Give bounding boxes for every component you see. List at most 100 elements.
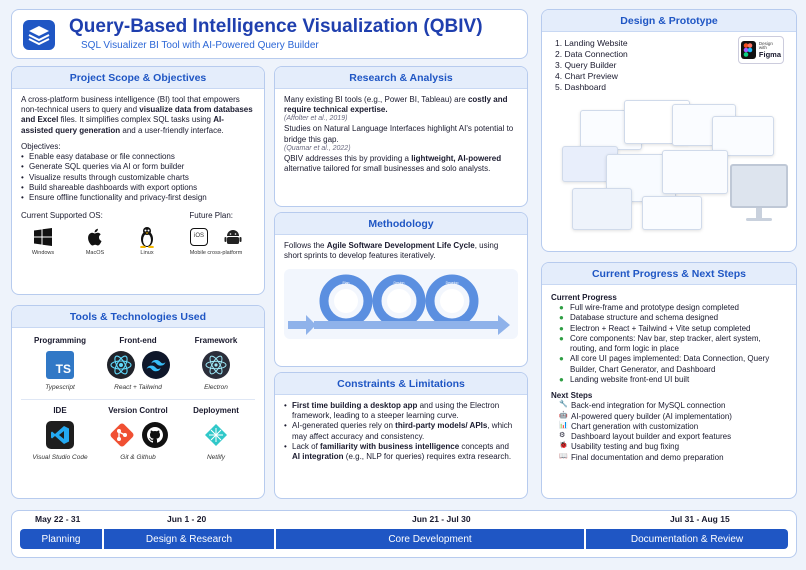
list-item: ●Electron + React + Tailwind + Vite setu… xyxy=(559,323,751,333)
progress-heading: Current Progress & Next Steps xyxy=(542,263,796,285)
timeline-date: Jun 21 - Jul 30 xyxy=(412,514,471,524)
timeline-date: May 22 - 31 xyxy=(35,514,81,524)
layers-logo-icon xyxy=(23,20,55,50)
os-label: Current Supported OS: xyxy=(21,211,103,221)
research-cite-2: (Quamar et al., 2022) xyxy=(284,144,351,152)
future-mobile: iOS Mobile cross-platform xyxy=(177,226,255,257)
list-item: ●Full wire-frame and prototype design co… xyxy=(559,303,739,313)
sprint-label: Plan xyxy=(342,281,349,285)
github-icon xyxy=(141,421,168,448)
tool-programming: Programming TS Typescript xyxy=(33,336,86,392)
list-item: ●Core components: Nav bar, step tracker,… xyxy=(559,333,761,354)
scope-intro: A cross-platform business intelligence (… xyxy=(21,95,253,135)
methodology-text: Follows the Agile Software Development L… xyxy=(284,241,499,261)
check-icon: ● xyxy=(559,313,564,323)
research-p2: Studies on Natural Language Interfaces h… xyxy=(284,124,514,144)
list-item: ●All core UI pages implemented: Data Con… xyxy=(559,354,770,374)
book-icon: 📖 xyxy=(559,452,568,460)
constraints-card: Constraints & Limitations First time bui… xyxy=(274,372,528,499)
list-item: Generate SQL queries via AI or form buil… xyxy=(21,162,255,172)
sprint-label: Design xyxy=(394,281,405,285)
phase-documentation-review: Documentation & Review xyxy=(586,529,788,549)
apple-icon xyxy=(84,226,106,248)
list-item: 2. Data Connection xyxy=(555,48,628,59)
check-icon: ● xyxy=(559,333,564,343)
mockup-screen xyxy=(712,116,774,156)
next-steps-list: 🔧Back-end integration for MySQL connecti… xyxy=(559,401,787,462)
tools-heading: Tools & Technologies Used xyxy=(12,306,264,328)
tool-ide: IDE Visual Studio Code xyxy=(32,405,88,461)
research-cite-1: (Affolter et al., 2019) xyxy=(284,115,348,123)
list-item: 5. Dashboard xyxy=(555,81,607,92)
list-item: 🔧Back-end integration for MySQL connecti… xyxy=(559,401,726,411)
design-heading: Design & Prototype xyxy=(542,10,796,32)
linux-tux-icon xyxy=(136,226,158,248)
tools-card: Tools & Technologies Used Programming TS… xyxy=(11,305,265,499)
os-linux: Linux xyxy=(125,226,169,257)
research-p3: QBIV addresses this by providing a light… xyxy=(284,153,502,174)
list-item: ●Database structure and schema designed xyxy=(559,313,719,323)
monitor-mockup xyxy=(730,164,788,226)
constraints-list: First time building a desktop app and us… xyxy=(284,401,518,462)
tool-deployment: Deployment Netlify xyxy=(193,405,239,461)
typescript-icon: TS xyxy=(46,351,74,380)
design-card: Design & Prototype 1. Landing Website 2.… xyxy=(541,9,797,252)
chart-icon: 📊 xyxy=(559,421,568,429)
phase-core-development: Core Development xyxy=(276,529,584,549)
sprint-label: Develop xyxy=(446,281,459,285)
list-item: 1. Landing Website xyxy=(555,38,628,48)
android-icon xyxy=(222,226,244,248)
list-item: 📖Final documentation and demo preparatio… xyxy=(559,452,724,462)
future-label: Future Plan: xyxy=(189,211,233,221)
current-progress-list: ●Full wire-frame and prototype design co… xyxy=(559,303,787,385)
list-item: AI-generated queries rely on third-party… xyxy=(284,421,518,441)
list-item: Enable easy database or file connections xyxy=(21,152,255,162)
vscode-icon xyxy=(46,420,74,449)
list-item: 🤖AI-powered query builder (AI implementa… xyxy=(559,411,732,421)
title-card: Query-Based Intelligence Visualization (… xyxy=(11,9,528,59)
robot-icon: 🤖 xyxy=(559,411,568,419)
scope-card: Project Scope & Objectives A cross-platf… xyxy=(11,66,265,295)
list-item: 3. Query Builder xyxy=(555,59,617,70)
electron-icon xyxy=(202,351,230,380)
check-icon: ● xyxy=(559,374,564,384)
phase-planning: Planning xyxy=(20,529,102,549)
figma-icon xyxy=(741,41,756,59)
sprint-loop-center xyxy=(334,289,358,314)
tailwind-icon xyxy=(141,351,170,380)
list-item: Visualize results through customizable c… xyxy=(21,173,255,183)
objectives-list: Enable easy database or file connections… xyxy=(21,152,255,203)
list-item: 📊Chart generation with customization xyxy=(559,421,699,431)
list-item: ●Landing website front-end UI built xyxy=(559,374,690,384)
objectives-label: Objectives: xyxy=(21,141,61,151)
tool-framework: Framework Electron xyxy=(194,336,238,392)
constraints-heading: Constraints & Limitations xyxy=(275,373,527,395)
tool-version-control: Version Control Git & Github xyxy=(108,405,168,461)
ios-icon: iOS xyxy=(188,226,210,248)
check-icon: ● xyxy=(559,323,564,333)
timeline-date: Jul 31 - Aug 15 xyxy=(670,514,730,524)
research-p1: Many existing BI tools (e.g., Power BI, … xyxy=(284,95,508,115)
check-icon: ● xyxy=(559,303,564,313)
sprint-baseline xyxy=(314,321,484,330)
research-heading: Research & Analysis xyxy=(275,67,527,89)
methodology-card: Methodology Follows the Agile Software D… xyxy=(274,212,528,367)
os-windows: Windows xyxy=(21,226,65,257)
research-card: Research & Analysis Many existing BI too… xyxy=(274,66,528,207)
mockup-screen xyxy=(662,150,728,194)
page-title: Query-Based Intelligence Visualization (… xyxy=(69,16,483,37)
prototype-mockups xyxy=(562,96,792,246)
mockup-screen xyxy=(642,196,702,230)
page-subtitle: SQL Visualizer BI Tool with AI-Powered Q… xyxy=(81,40,319,51)
os-macos: MacOS xyxy=(73,226,117,257)
progress-card: Current Progress & Next Steps Current Pr… xyxy=(541,262,797,499)
figma-badge: Design with Figma xyxy=(738,36,784,64)
netlify-icon xyxy=(202,421,230,449)
timeline-date: Jun 1 - 20 xyxy=(167,514,207,524)
list-item: First time building a desktop app and us… xyxy=(284,401,518,421)
scope-heading: Project Scope & Objectives xyxy=(12,67,264,89)
list-item: 4. Chart Preview xyxy=(555,70,618,81)
agile-cycle-diagram: Plan Design Develop xyxy=(284,269,518,340)
mockup-screen xyxy=(572,188,632,230)
list-item: Lack of familiarity with business intell… xyxy=(284,442,518,462)
